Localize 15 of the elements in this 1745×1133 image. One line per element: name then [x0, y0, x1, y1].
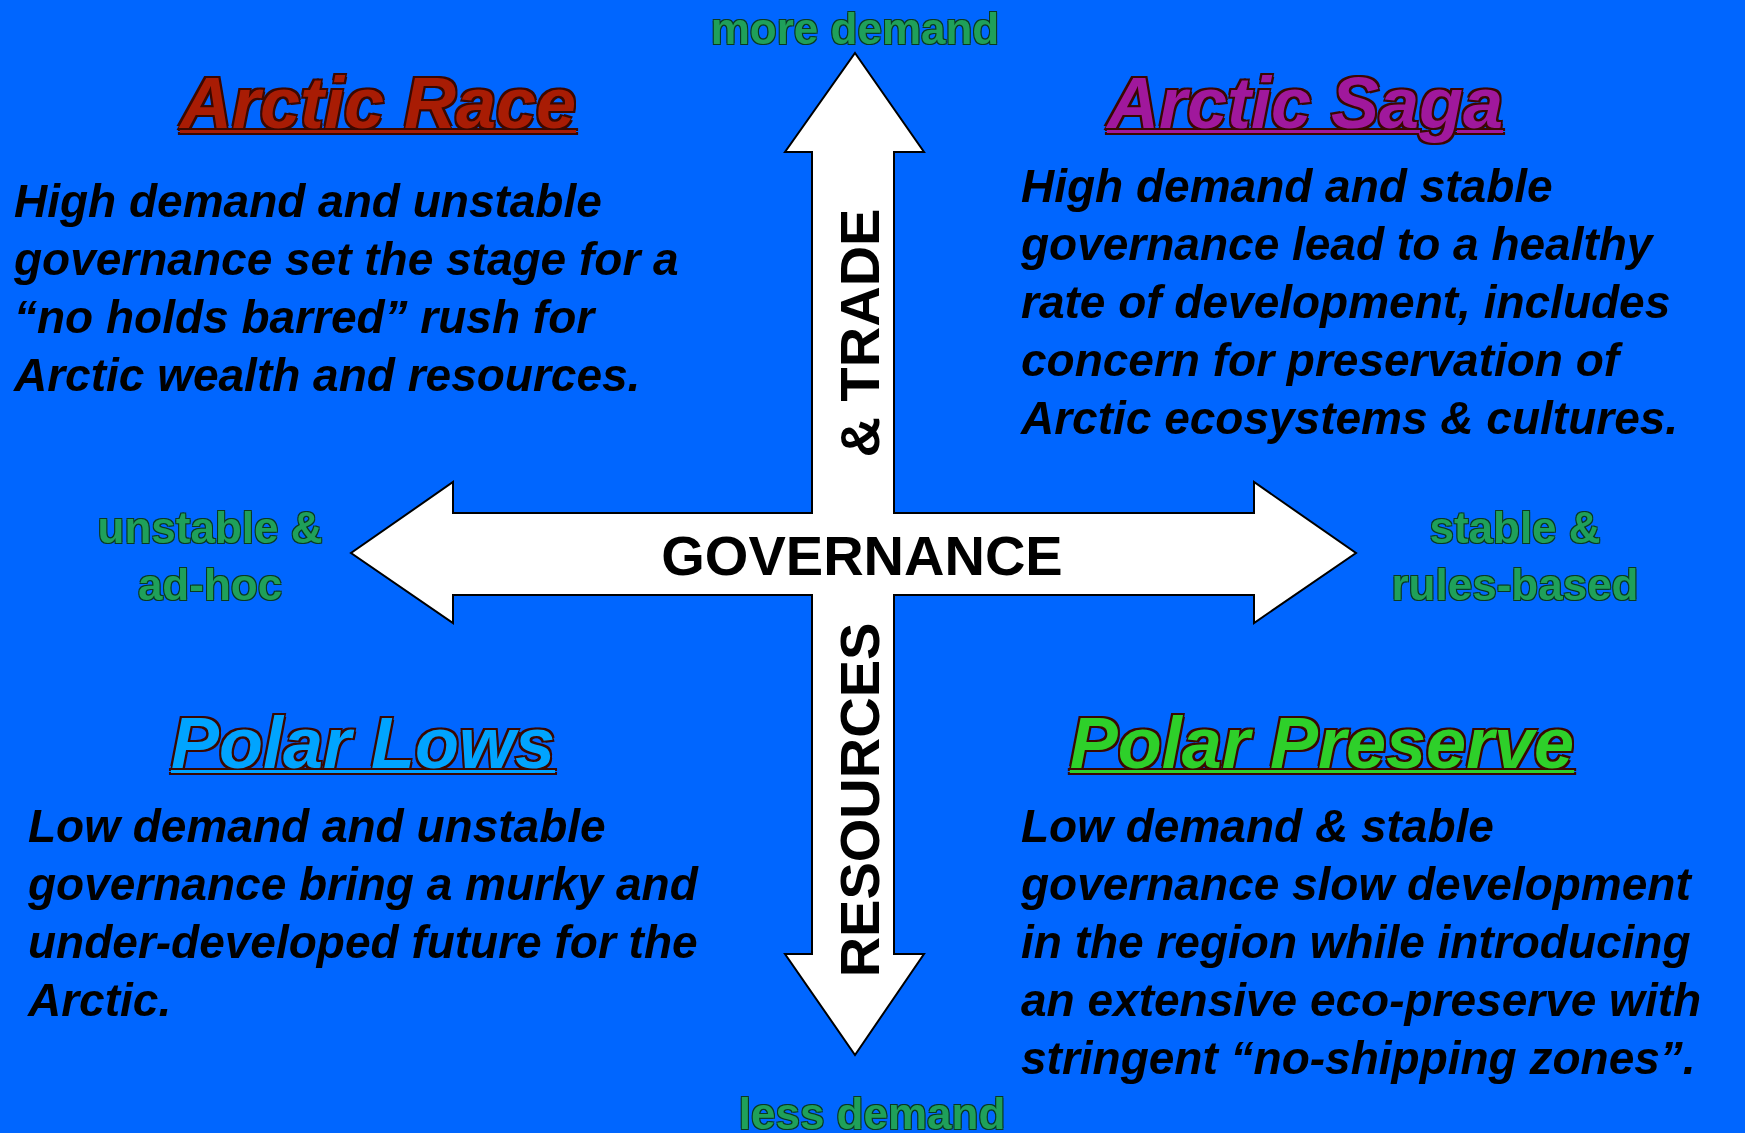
axis-title: GOVERNANCE [661, 526, 1063, 586]
axis-label: more demand [709, 3, 1001, 55]
scenario-description: High demand and stable governance lead to a healthy rate of development, includes concern for preservation of Arctic ecosystems & cultures. [1021, 159, 1680, 446]
scenario-title: Polar Lows [169, 702, 557, 784]
axis-title: & TRADE [830, 208, 890, 458]
scenario-description: High demand and unstable governance set the stage for a “no holds barred” rush for Arctic wealth and resources. [14, 174, 680, 403]
scenario-title: Arctic Saga [1104, 62, 1505, 144]
axis-title: RESOURCES [830, 622, 890, 978]
axis-label: unstable & ad-hoc [96, 502, 324, 611]
scenario-description: Low demand & stable governance slow development in the region while introducing an extensive eco-preserve with stringent “no-shipping zones”. [1021, 799, 1703, 1086]
scenario-description: Low demand and unstable governance bring a murky and under-developed future for the Arctic. [28, 799, 698, 1028]
axis-label: less demand [737, 1088, 1007, 1133]
scenario-title: Polar Preserve [1068, 702, 1576, 784]
scenario-title: Arctic Race [177, 62, 578, 144]
axis-label: stable & rules-based [1390, 502, 1640, 611]
